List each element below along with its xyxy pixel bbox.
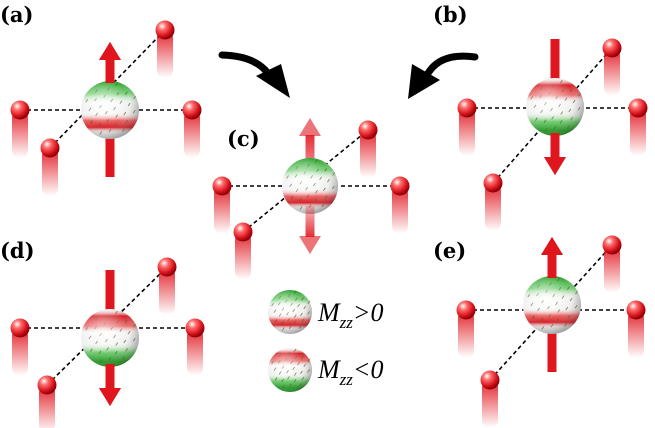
ligand-ion-icon (483, 173, 503, 231)
panel-e (456, 235, 646, 428)
ligand-ion-icon (602, 38, 622, 96)
ligand-ion-icon (390, 176, 410, 234)
ligand-ion-icon (457, 98, 477, 156)
magnetic-moment-arrow-icon (299, 206, 321, 254)
panel-label-c: (c) (227, 126, 260, 151)
ligand-ion-icon (480, 370, 500, 428)
magnetic-moment-arrow-icon (99, 364, 121, 406)
panel-label-e: (e) (433, 238, 466, 263)
magnetic-moment-arrow-icon (541, 237, 563, 278)
ligand-ion-icon (628, 98, 648, 156)
panel-b (457, 38, 648, 231)
legend-label-negative: Mzz<0 (317, 355, 383, 389)
curved-arrow-icon (408, 52, 479, 99)
legend-sphere-negative (268, 348, 312, 392)
ligand-ion-icon (157, 257, 177, 315)
magnetic-moment-arrow-icon (544, 133, 566, 175)
ligand-ion-icon (233, 222, 253, 280)
ligand-ion-icon (212, 176, 232, 234)
panel-a (10, 20, 202, 196)
panel-c (212, 118, 410, 280)
legend-label-positive: Mzz>0 (317, 298, 383, 332)
ligand-ion-icon (456, 300, 476, 358)
ligand-ion-icon (358, 120, 378, 178)
ligand-ion-icon (37, 375, 57, 428)
panel-label-b: (b) (433, 2, 468, 27)
magnetic-ion-sphere-icon (526, 78, 584, 136)
ligand-ion-icon (626, 300, 646, 358)
ligand-ion-icon (185, 318, 205, 376)
ligand-ion-icon (602, 235, 622, 293)
magnetic-ion-sphere-icon (81, 81, 139, 139)
magnetic-ion-sphere-icon (523, 276, 581, 334)
curved-arrow-icon (218, 51, 290, 98)
magnetic-ion-sphere-icon (268, 290, 312, 334)
ligand-ion-icon (40, 138, 60, 196)
magnetic-ion-sphere-icon (282, 158, 338, 214)
ligand-ion-icon (10, 318, 30, 376)
ligand-ion-icon (182, 100, 202, 158)
legend: Mzz>0 Mzz<0 (268, 290, 383, 392)
magnetic-ion-sphere-icon (268, 348, 312, 392)
ligand-ion-icon (10, 100, 30, 158)
ligand-ion-icon (155, 20, 175, 78)
magnetic-ion-sphere-icon (81, 309, 139, 367)
legend-sphere-positive (268, 290, 312, 334)
magnetic-moment-arrow-icon (99, 42, 121, 83)
panel-label-d: (d) (0, 238, 35, 263)
panel-d (10, 257, 205, 428)
panel-label-a: (a) (0, 2, 33, 27)
bond-line (492, 47, 613, 184)
bond-line (489, 244, 613, 381)
